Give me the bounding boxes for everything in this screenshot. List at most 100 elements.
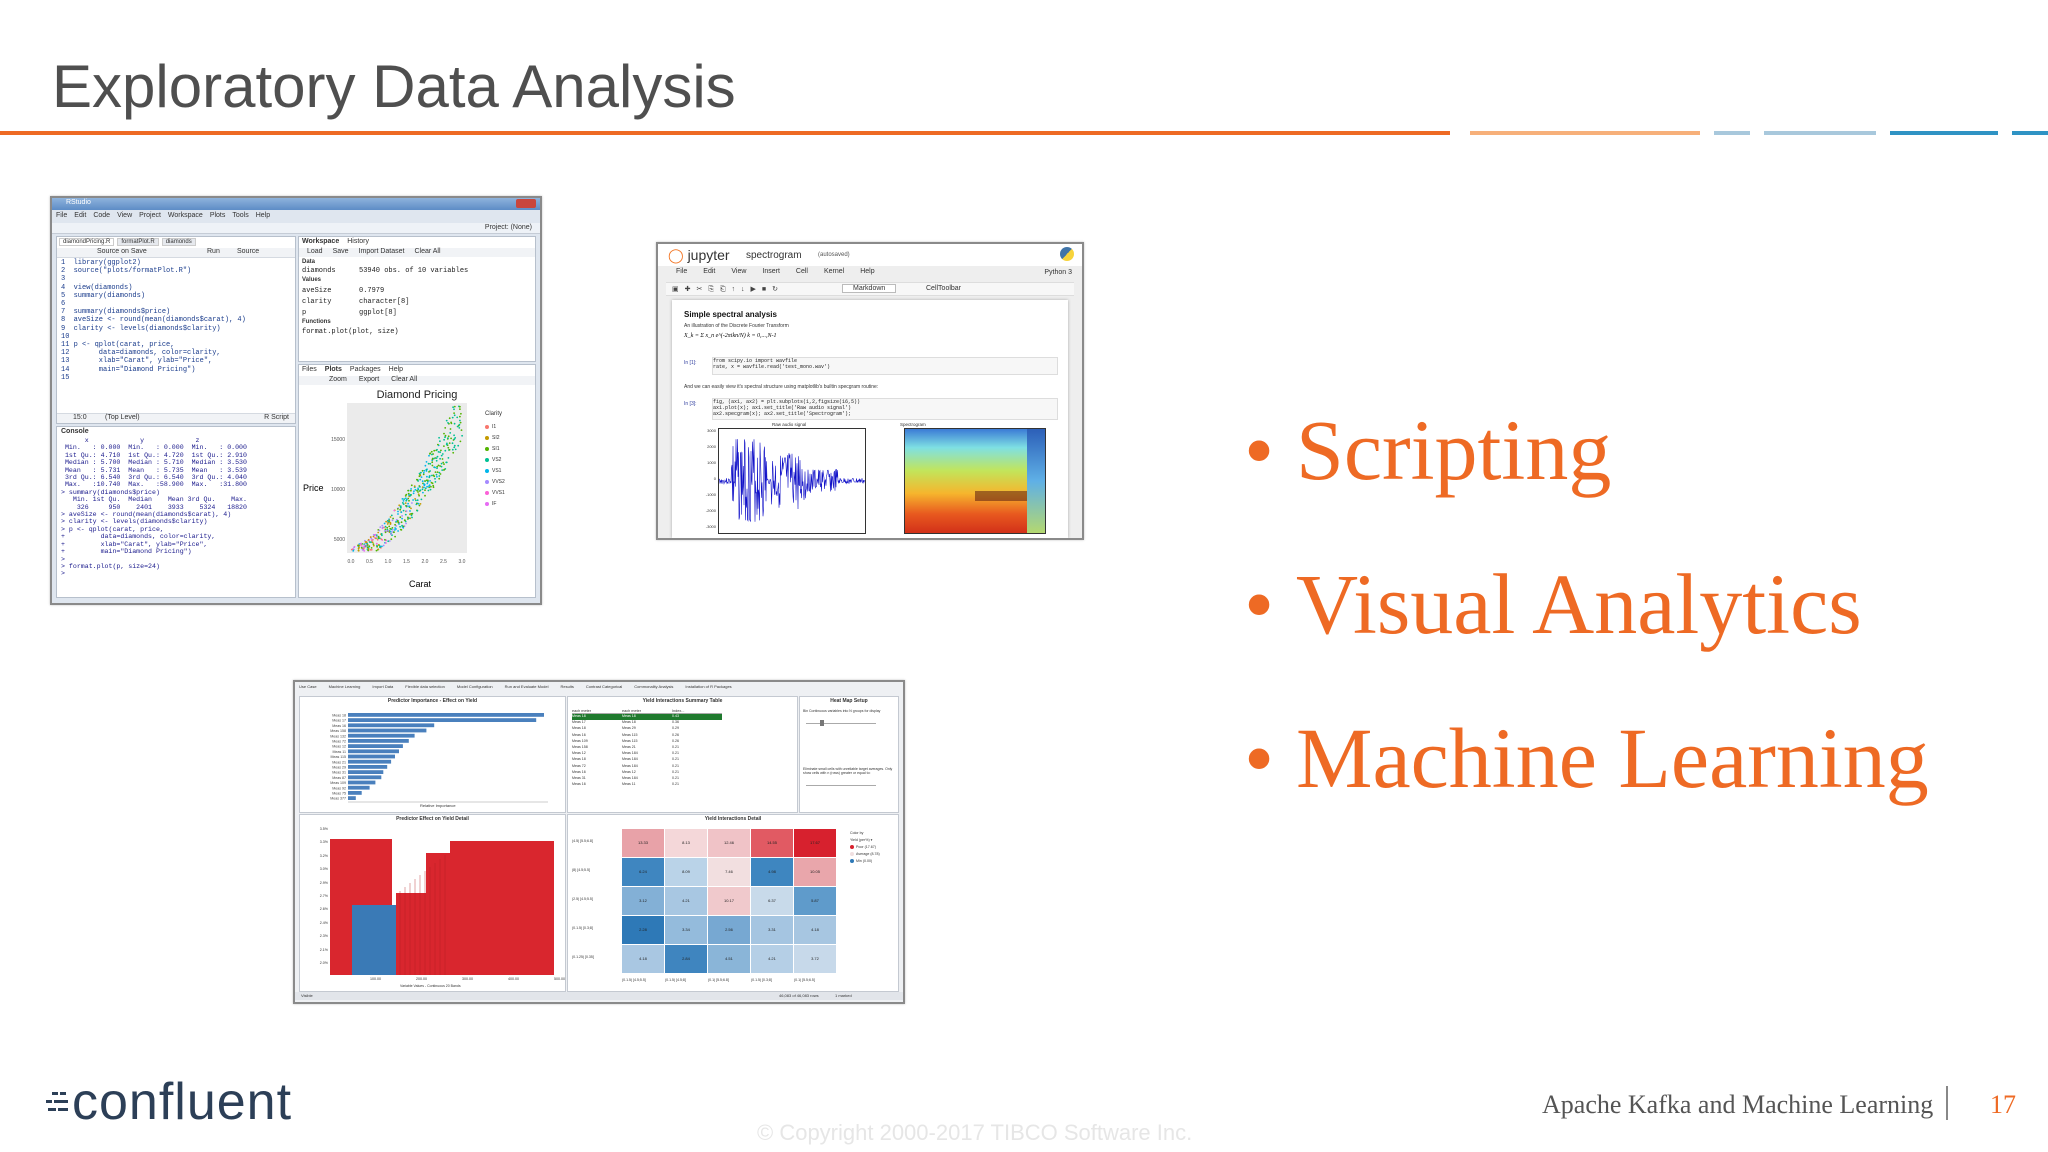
- menu-item[interactable]: View: [117, 212, 133, 219]
- importance-bar[interactable]: [348, 728, 427, 733]
- importance-bar[interactable]: [348, 739, 409, 743]
- menu-item[interactable]: Cell: [795, 268, 808, 275]
- menu-item[interactable]: Kernel: [823, 268, 845, 275]
- min-rows-slider[interactable]: [806, 785, 876, 786]
- editor-tab[interactable]: formatPlot.R: [117, 238, 159, 246]
- heatmap-cell[interactable]: 2.56: [708, 916, 750, 944]
- workspace-row[interactable]: diamonds: [302, 267, 336, 275]
- source-on-save-checkbox[interactable]: Source on Save: [97, 248, 147, 255]
- importance-bar[interactable]: [348, 775, 382, 780]
- importance-bar[interactable]: [348, 733, 415, 738]
- importance-bar[interactable]: [348, 723, 435, 728]
- console-tab[interactable]: Console: [61, 428, 89, 435]
- menu-item[interactable]: View: [731, 268, 747, 275]
- editor-tab[interactable]: diamonds: [161, 238, 196, 246]
- importance-bar[interactable]: [348, 796, 356, 800]
- heatmap-cell[interactable]: 3.31: [751, 916, 793, 944]
- menu-item[interactable]: Code: [93, 212, 111, 219]
- menu-item[interactable]: Help: [255, 212, 271, 219]
- tab-files[interactable]: Files: [302, 366, 317, 373]
- load-button[interactable]: Load: [307, 248, 323, 255]
- heatmap-cell[interactable]: 4.98: [751, 858, 793, 886]
- tab[interactable]: Import Data: [372, 684, 394, 689]
- menu-item[interactable]: Project: [139, 212, 161, 219]
- slider-handle[interactable]: [820, 720, 824, 726]
- importance-bar[interactable]: [348, 759, 392, 764]
- tab[interactable]: Flexible data selection: [405, 684, 445, 689]
- menu-item[interactable]: Workspace: [167, 212, 203, 219]
- menu-item[interactable]: File: [56, 212, 68, 219]
- importance-bar[interactable]: [348, 791, 362, 795]
- importance-bar[interactable]: [348, 754, 395, 759]
- notebook-name[interactable]: spectrogram: [746, 250, 802, 261]
- workspace-row[interactable]: p: [302, 309, 307, 317]
- bin-slider[interactable]: [806, 723, 876, 724]
- heatmap-cell[interactable]: 3.34: [665, 916, 707, 944]
- column-header[interactable]: each meter: [622, 709, 641, 713]
- heatmap-cell[interactable]: 3.72: [794, 945, 836, 973]
- importance-bar[interactable]: [348, 713, 544, 717]
- importance-bar[interactable]: [348, 770, 384, 774]
- heatmap-cell[interactable]: 6.37: [751, 887, 793, 915]
- cell-type-select[interactable]: Markdown: [842, 284, 897, 293]
- menu-item[interactable]: File: [676, 268, 688, 275]
- menu-item[interactable]: Edit: [74, 212, 87, 219]
- importance-bar[interactable]: [348, 718, 537, 722]
- script-code[interactable]: 1 library(ggplot2) 2 source("plots/forma…: [61, 259, 246, 382]
- code-cell[interactable]: from scipy.io import wavfile rate, x = w…: [712, 357, 1058, 375]
- heatmap-cell[interactable]: 17.67: [794, 829, 836, 857]
- heatmap-cell[interactable]: 4.51: [708, 945, 750, 973]
- tab[interactable]: Machine Learning: [328, 684, 361, 689]
- close-icon[interactable]: [516, 199, 536, 208]
- heatmap-cell[interactable]: 4.18: [794, 916, 836, 944]
- menu-item[interactable]: Edit: [703, 268, 716, 275]
- importance-bar[interactable]: [348, 744, 403, 748]
- tab[interactable]: Use Case: [299, 684, 317, 689]
- importance-bar[interactable]: [348, 780, 376, 785]
- export-button[interactable]: Export: [358, 376, 380, 383]
- clear-plots-button[interactable]: Clear All: [391, 376, 418, 383]
- heatmap-cell[interactable]: 4.21: [665, 887, 707, 915]
- importance-bar[interactable]: [348, 765, 388, 769]
- heatmap-cell[interactable]: 2.84: [665, 945, 707, 973]
- tab-help[interactable]: Help: [388, 366, 404, 373]
- menu-item[interactable]: Plots: [209, 212, 226, 219]
- workspace-row[interactable]: format.plot(plot, size): [302, 328, 399, 336]
- heatmap-cell[interactable]: 10.05: [794, 858, 836, 886]
- tab[interactable]: Installation of R Packages: [685, 684, 732, 689]
- tab[interactable]: Commonality Analysis: [634, 684, 674, 689]
- jupyter-logo[interactable]: ◯ jupyter: [668, 247, 730, 263]
- celltoolbar-button[interactable]: CellToolbar: [926, 285, 962, 292]
- importance-bar[interactable]: [348, 785, 370, 790]
- workspace-row[interactable]: clarity: [302, 298, 332, 306]
- column-header[interactable]: Index...: [672, 709, 685, 713]
- heatmap-cell[interactable]: 6.24: [622, 858, 664, 886]
- import-dataset-button[interactable]: Import Dataset: [358, 248, 405, 255]
- importance-bar[interactable]: [348, 749, 399, 754]
- zoom-button[interactable]: Zoom: [329, 376, 347, 383]
- menu-item[interactable]: Insert: [762, 268, 780, 275]
- save-button[interactable]: Save: [332, 248, 349, 255]
- heatmap-cell[interactable]: 4.18: [622, 945, 664, 973]
- tab-history[interactable]: History: [347, 238, 370, 245]
- tab[interactable]: Contrast Categorical: [585, 684, 623, 689]
- heatmap-cell[interactable]: 10.17: [708, 887, 750, 915]
- menu-item[interactable]: Tools: [232, 212, 249, 219]
- toolbar-icons[interactable]: ▣✚✂⎘⎗↑↓▶■↻: [672, 286, 785, 293]
- console-output[interactable]: x y z Min. : 0.000 Min. : 0.000 Min. : 0…: [61, 437, 247, 578]
- heatmap-cell[interactable]: 4.21: [751, 945, 793, 973]
- tab[interactable]: Run and Evaluate Model: [504, 684, 549, 689]
- workspace-row[interactable]: aveSize: [302, 287, 332, 295]
- heatmap-cell[interactable]: 12.46: [708, 829, 750, 857]
- source-button[interactable]: Source: [237, 248, 260, 255]
